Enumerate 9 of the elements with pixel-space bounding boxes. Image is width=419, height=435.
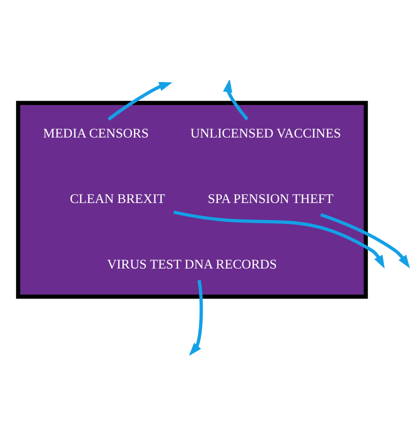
arrow [320, 212, 410, 268]
arrow [108, 82, 172, 120]
cluster [16, 100, 368, 298]
node-text: VIRUS TEST DNA RECORDS [107, 256, 277, 271]
arrow [173, 210, 385, 268]
node-text: CLEAN BREXIT [70, 190, 166, 206]
node-text: MEDIA CENSORS [43, 125, 149, 140]
node-text: UNLICENSED VACCINES [190, 125, 341, 140]
node-text: SPA PENSION THEFT [208, 190, 334, 206]
